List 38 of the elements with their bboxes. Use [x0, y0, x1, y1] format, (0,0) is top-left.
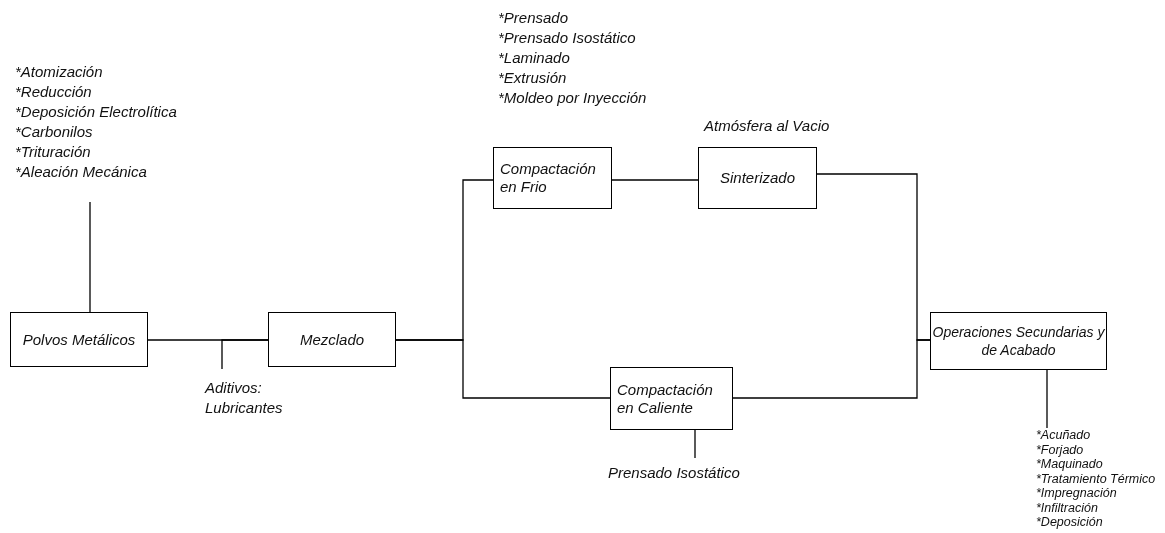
process-box — [610, 367, 733, 430]
list-item: *Prensado Isostático — [498, 28, 637, 48]
list-item: *Extrusión — [498, 68, 568, 88]
box-label: Sinterizado — [719, 169, 795, 187]
connector-line — [89, 201, 91, 313]
list-item: *Aleación Mecánica — [15, 162, 148, 182]
connector-line — [221, 339, 269, 370]
process-box — [10, 312, 148, 367]
box-label: Mezclado — [299, 330, 365, 349]
box-label: Compactación en Caliente — [617, 380, 714, 417]
list-item: *Atomización — [15, 62, 104, 82]
connector-line — [732, 339, 931, 399]
list-item: *Acuñado — [1036, 428, 1092, 443]
list-item: *Maquinado — [1036, 457, 1104, 472]
list-item: *Forjado — [1036, 442, 1085, 457]
connector-line — [694, 429, 696, 459]
list-item: *Carbonilos — [15, 122, 94, 142]
list-item: *Infiltración — [1036, 500, 1099, 515]
list-item: *Trituración — [15, 142, 92, 162]
list-item: *Tratamiento Térmico — [1036, 471, 1157, 486]
list-item: Atmósfera al Vacio — [704, 116, 831, 136]
list-item: *Prensado — [498, 8, 570, 28]
connector-line — [395, 339, 611, 399]
list-item: *Moldeo por Inyección — [498, 88, 648, 108]
text-label: Prensado Isostático — [608, 463, 741, 483]
box-label: Polvos Metálicos — [22, 330, 136, 349]
box-label: Operaciones Secundarias y de Acabado — [932, 323, 1105, 359]
list-item: *Reducción — [15, 82, 93, 102]
list-item: *Deposición Electrolítica — [15, 102, 178, 122]
list-item: *Impregnación — [1036, 486, 1118, 501]
box-label: Compactación en Frio — [500, 160, 597, 196]
list-item: *Laminado — [498, 48, 571, 68]
connector-line — [1046, 369, 1048, 429]
text-label: Aditivos: Lubricantes — [205, 378, 284, 418]
list-item: *Deposición — [1036, 515, 1104, 530]
process-box — [930, 312, 1107, 370]
process-box — [268, 312, 396, 367]
connector-line — [611, 179, 699, 181]
